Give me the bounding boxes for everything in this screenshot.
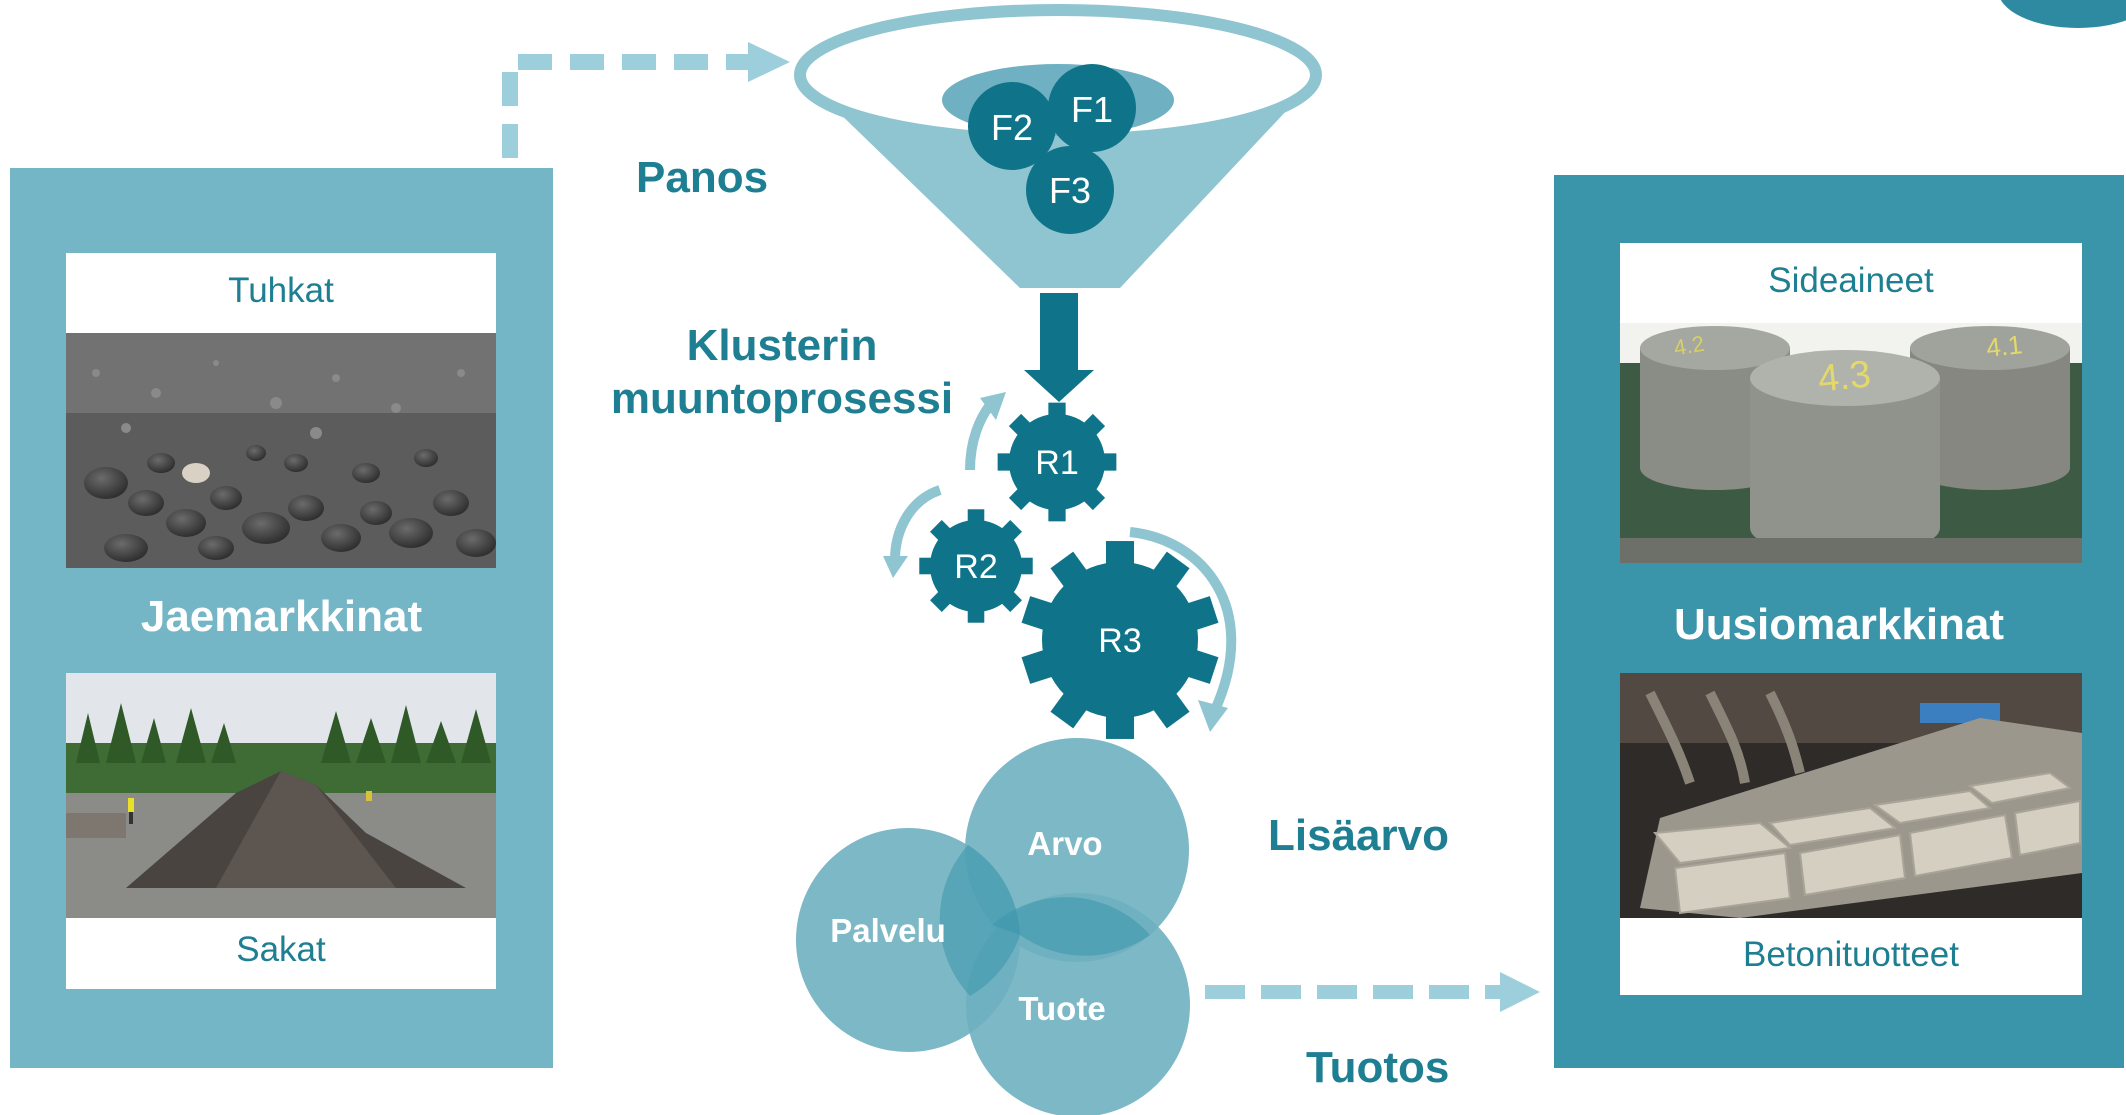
recycled-market-title: Uusiomarkkinat: [1673, 600, 2005, 649]
funnel-item-f1: F1: [1048, 64, 1136, 152]
funnel-item-f2: F2: [968, 82, 1056, 170]
ash-photo: [66, 333, 496, 568]
output-dashed-arrow: [1205, 972, 1540, 1012]
concrete-card: Betonituotteet: [1620, 673, 2082, 995]
process-label-line1: Klusterin: [686, 321, 878, 370]
sludge-card: Sakat: [66, 673, 496, 989]
gear-label: R2: [954, 548, 997, 586]
gear-label: R3: [1098, 622, 1141, 660]
venn-circle-value: [965, 738, 1189, 962]
binder-card: Sideaineet 4.3 4.1: [1620, 243, 2082, 563]
input-dashed-arrow: [502, 42, 790, 158]
binder-label: Sideaineet: [1768, 261, 1934, 300]
corner-logo-shape: [2000, 0, 2126, 28]
venn-circle-product: [966, 893, 1190, 1115]
venn-circle-service: [796, 828, 1020, 1052]
binder-photo: 4.3 4.1 4.2: [1620, 323, 2082, 563]
recycled-market-panel: Sideaineet 4.3 4.1: [1554, 175, 2124, 1068]
output-label: Tuotos: [1306, 1043, 1450, 1092]
concrete-label: Betonituotteet: [1743, 935, 1959, 974]
waste-market-title: Jaemarkkinat: [140, 592, 423, 641]
binder-cylinders: [1640, 326, 2070, 556]
venn-service-label: Palvelu: [830, 912, 946, 949]
binder-sample-marking: 4.3: [1816, 353, 1873, 400]
gear-label: R1: [1035, 444, 1078, 482]
venn-overlaps: [939, 845, 1150, 996]
svg-text:F1: F1: [1071, 89, 1113, 130]
ash-card: Tuhkat: [66, 253, 496, 568]
svg-text:F3: F3: [1049, 170, 1091, 211]
funnel-item-f3: F3: [1026, 146, 1114, 234]
process-label-line2: muuntoprosessi: [610, 373, 954, 423]
gear-r3: R3: [1021, 541, 1219, 739]
binder-sample-marking-c: 4.2: [1672, 331, 1706, 361]
binder-sample-marking-b: 4.1: [1985, 329, 2024, 363]
added-value-label: Lisäarvo: [1268, 811, 1449, 860]
gear-rotation-arrowheads: [883, 392, 1228, 732]
venn-product-label: Tuote: [1018, 990, 1105, 1027]
svg-text:F2: F2: [991, 107, 1033, 148]
funnel: [794, 4, 1322, 288]
funnel-down-arrow: [1024, 293, 1094, 402]
gear-r2: R2: [919, 509, 1033, 623]
sludge-photo: [66, 673, 496, 918]
sludge-label: Sakat: [236, 930, 326, 969]
process-label: Klusterin muuntoprosessi: [592, 320, 972, 426]
venn-diagram: [796, 738, 1190, 1115]
ash-label: Tuhkat: [228, 271, 334, 310]
gear-r1: R1: [997, 402, 1117, 522]
gear-rotation-arrows: [890, 401, 1237, 713]
waste-market-panel: Tuhkat: [10, 168, 553, 1068]
concrete-photo: [1620, 673, 2082, 918]
input-label: Panos: [636, 153, 769, 202]
venn-value-label: Arvo: [1027, 825, 1102, 862]
